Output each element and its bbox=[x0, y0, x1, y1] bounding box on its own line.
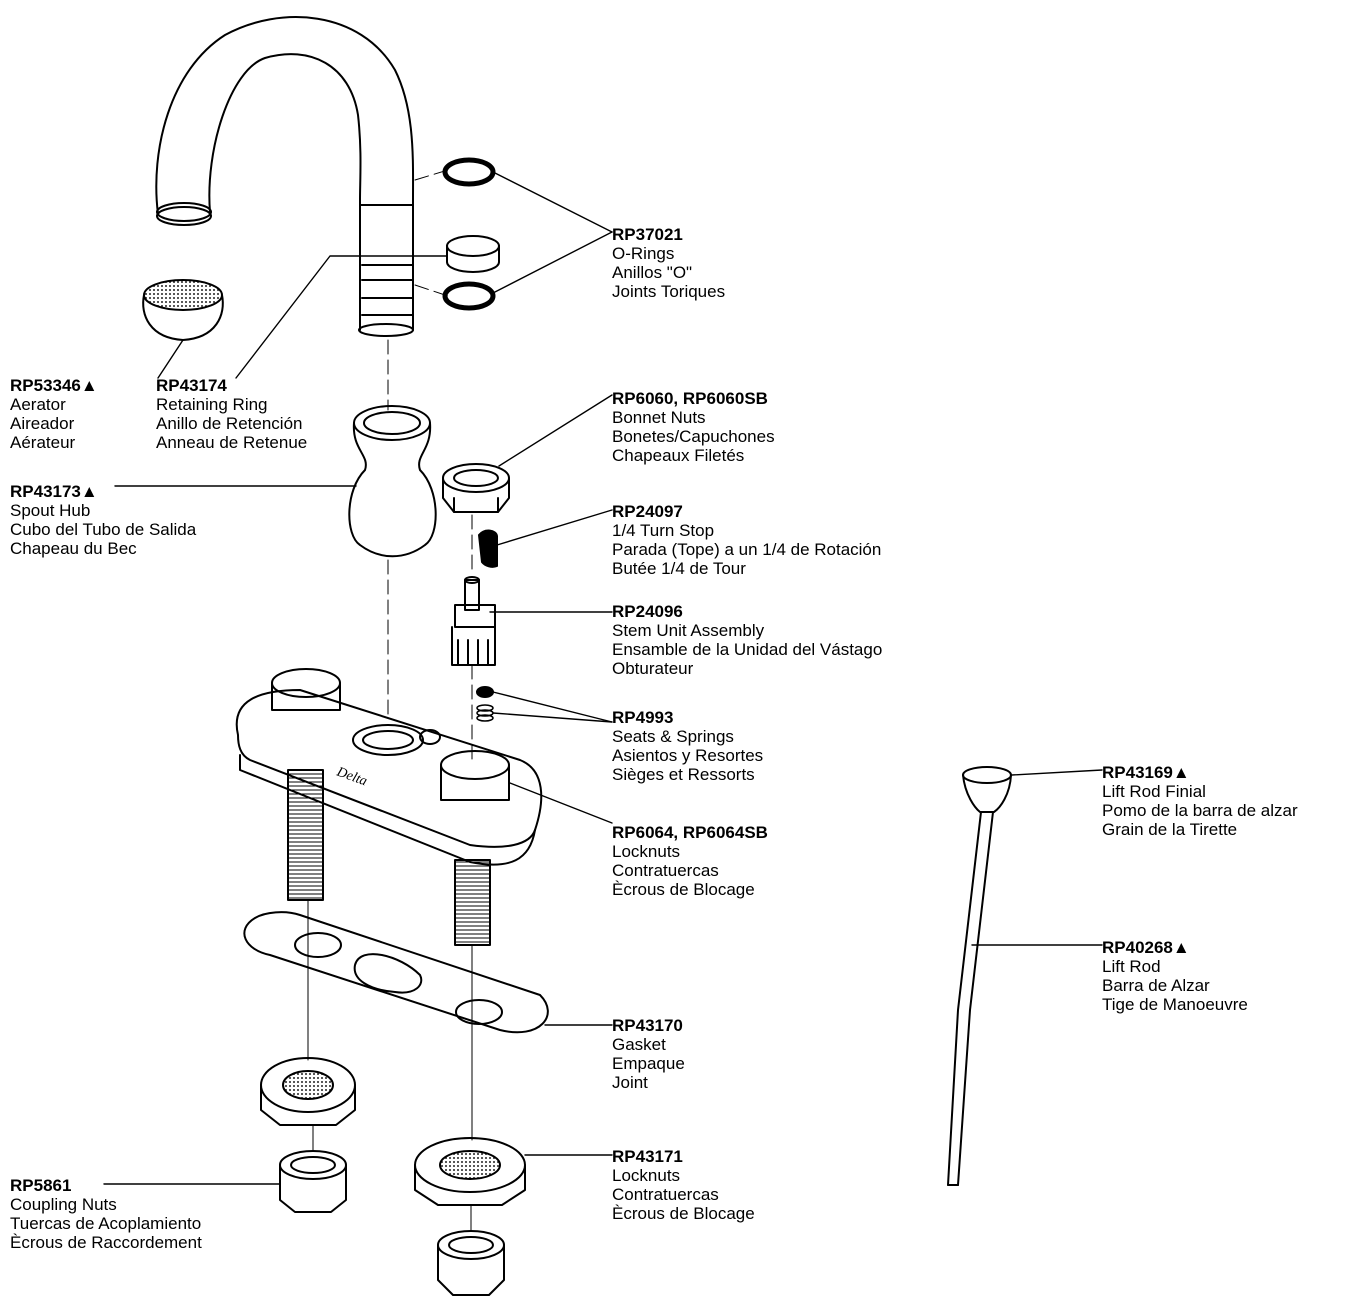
label-rp6064: RP6064, RP6064SB Locknuts Contratuercas … bbox=[612, 823, 768, 899]
part-number: RP43173▲ bbox=[10, 482, 98, 501]
desc-fr: Butée 1/4 de Tour bbox=[612, 559, 746, 578]
coupling-nut-right bbox=[437, 1230, 505, 1296]
label-rp43170: RP43170 Gasket Empaque Joint bbox=[612, 1016, 685, 1092]
desc-en: 1/4 Turn Stop bbox=[612, 521, 715, 540]
desc-en: Bonnet Nuts bbox=[612, 408, 706, 427]
part-number: RP24097 bbox=[612, 502, 683, 521]
part-number: RP5861 bbox=[10, 1176, 72, 1195]
seat bbox=[476, 686, 494, 698]
coupling-nut-left bbox=[279, 1150, 347, 1213]
label-rp24096: RP24096 Stem Unit Assembly Ensamble de l… bbox=[612, 602, 882, 678]
part-number: RP43174 bbox=[156, 376, 227, 395]
desc-es: Bonetes/Capuchones bbox=[612, 427, 775, 446]
desc-fr: Ècrous de Raccordement bbox=[10, 1233, 202, 1252]
label-rp37021: RP37021 O-Rings Anillos "O" Joints Toriq… bbox=[612, 225, 725, 301]
label-rp43173: RP43173▲ Spout Hub Cubo del Tubo de Sali… bbox=[10, 482, 196, 558]
leader-lines bbox=[103, 171, 1103, 1185]
label-rp24097: RP24097 1/4 Turn Stop Parada (Tope) a un… bbox=[612, 502, 881, 578]
label-rp53346: RP53346▲ Aerator Aireador Aérateur bbox=[10, 376, 98, 452]
desc-es: Contratuercas bbox=[612, 861, 719, 880]
desc-en: O-Rings bbox=[612, 244, 675, 263]
desc-en: Seats & Springs bbox=[612, 727, 734, 746]
desc-en: Locknuts bbox=[612, 1166, 681, 1185]
desc-fr: Joints Toriques bbox=[612, 282, 726, 301]
desc-es: Cubo del Tubo de Salida bbox=[10, 520, 197, 539]
desc-es: Asientos y Resortes bbox=[612, 746, 764, 765]
desc-en: Aerator bbox=[10, 395, 66, 414]
desc-en: Lift Rod Finial bbox=[1102, 782, 1206, 801]
part-connector-lines bbox=[307, 899, 473, 1231]
label-rp43169: RP43169▲ Lift Rod Finial Pomo de la barr… bbox=[1102, 763, 1298, 839]
desc-en: Gasket bbox=[612, 1035, 666, 1054]
part-number: RP6060, RP6060SB bbox=[612, 389, 768, 408]
desc-fr: Chapeau du Bec bbox=[10, 539, 137, 558]
locknut-left bbox=[260, 1057, 356, 1126]
label-rp43171: RP43171 Locknuts Contratuercas Ècrous de… bbox=[612, 1147, 755, 1223]
desc-fr: Joint bbox=[612, 1073, 648, 1092]
desc-en: Stem Unit Assembly bbox=[612, 621, 765, 640]
desc-en: Lift Rod bbox=[1102, 957, 1161, 976]
spout bbox=[155, 16, 415, 337]
desc-es: Anillo de Retención bbox=[156, 414, 303, 433]
desc-en: Retaining Ring bbox=[156, 395, 268, 414]
desc-fr: Grain de la Tirette bbox=[1102, 820, 1238, 839]
desc-en: Coupling Nuts bbox=[10, 1195, 117, 1214]
desc-fr: Anneau de Retenue bbox=[156, 433, 308, 452]
label-rp43174: RP43174 Retaining Ring Anillo de Retenci… bbox=[156, 376, 307, 452]
label-rp40268: RP40268▲ Lift Rod Barra de Alzar Tige de… bbox=[1102, 938, 1248, 1014]
desc-fr: Ècrous de Blocage bbox=[612, 880, 755, 899]
desc-es: Tuercas de Acoplamiento bbox=[10, 1214, 202, 1233]
desc-es: Parada (Tope) a un 1/4 de Rotación bbox=[612, 540, 882, 559]
desc-fr: Sièges et Ressorts bbox=[612, 765, 755, 784]
turn-stop bbox=[478, 529, 498, 568]
lift-rod bbox=[947, 766, 1012, 1186]
aerator bbox=[142, 279, 224, 341]
desc-fr: Ècrous de Blocage bbox=[612, 1204, 755, 1223]
retaining-ring bbox=[446, 235, 500, 273]
o-ring-lower bbox=[442, 281, 496, 311]
desc-en: Spout Hub bbox=[10, 501, 91, 520]
faucet-base bbox=[235, 668, 543, 946]
gasket bbox=[243, 911, 549, 1034]
stem-unit bbox=[451, 576, 496, 666]
label-rp5861: RP5861 Coupling Nuts Tuercas de Acoplami… bbox=[10, 1176, 202, 1252]
desc-es: Contratuercas bbox=[612, 1185, 719, 1204]
desc-es: Ensamble de la Unidad del Vástago bbox=[612, 640, 883, 659]
desc-fr: Chapeaux Filetés bbox=[612, 446, 745, 465]
desc-fr: Tige de Manoeuvre bbox=[1102, 995, 1248, 1014]
desc-es: Anillos "O" bbox=[612, 263, 693, 282]
assembly-axis-lines bbox=[387, 169, 473, 761]
part-number: RP24096 bbox=[612, 602, 683, 621]
desc-es: Empaque bbox=[612, 1054, 685, 1073]
desc-fr: Aérateur bbox=[10, 433, 76, 452]
spout-hub bbox=[348, 405, 437, 558]
desc-fr: Obturateur bbox=[612, 659, 694, 678]
locknut-right bbox=[414, 1137, 526, 1206]
part-number: RP43171 bbox=[612, 1147, 683, 1166]
bonnet-nut bbox=[442, 463, 510, 513]
desc-es: Aireador bbox=[10, 414, 75, 433]
desc-en: Locknuts bbox=[612, 842, 681, 861]
part-number: RP53346▲ bbox=[10, 376, 98, 395]
part-number: RP6064, RP6064SB bbox=[612, 823, 768, 842]
part-number: RP40268▲ bbox=[1102, 938, 1190, 957]
part-number: RP37021 bbox=[612, 225, 683, 244]
spring bbox=[476, 704, 494, 722]
part-number: RP43169▲ bbox=[1102, 763, 1190, 782]
label-rp4993: RP4993 Seats & Springs Asientos y Resort… bbox=[612, 708, 763, 784]
desc-es: Barra de Alzar bbox=[1102, 976, 1210, 995]
part-number: RP43170 bbox=[612, 1016, 683, 1035]
part-number: RP4993 bbox=[612, 708, 674, 727]
base-logo: Delta bbox=[334, 764, 369, 789]
label-rp6060: RP6060, RP6060SB Bonnet Nuts Bonetes/Cap… bbox=[612, 389, 775, 465]
o-ring-upper bbox=[442, 157, 496, 187]
desc-es: Pomo de la barra de alzar bbox=[1102, 801, 1298, 820]
